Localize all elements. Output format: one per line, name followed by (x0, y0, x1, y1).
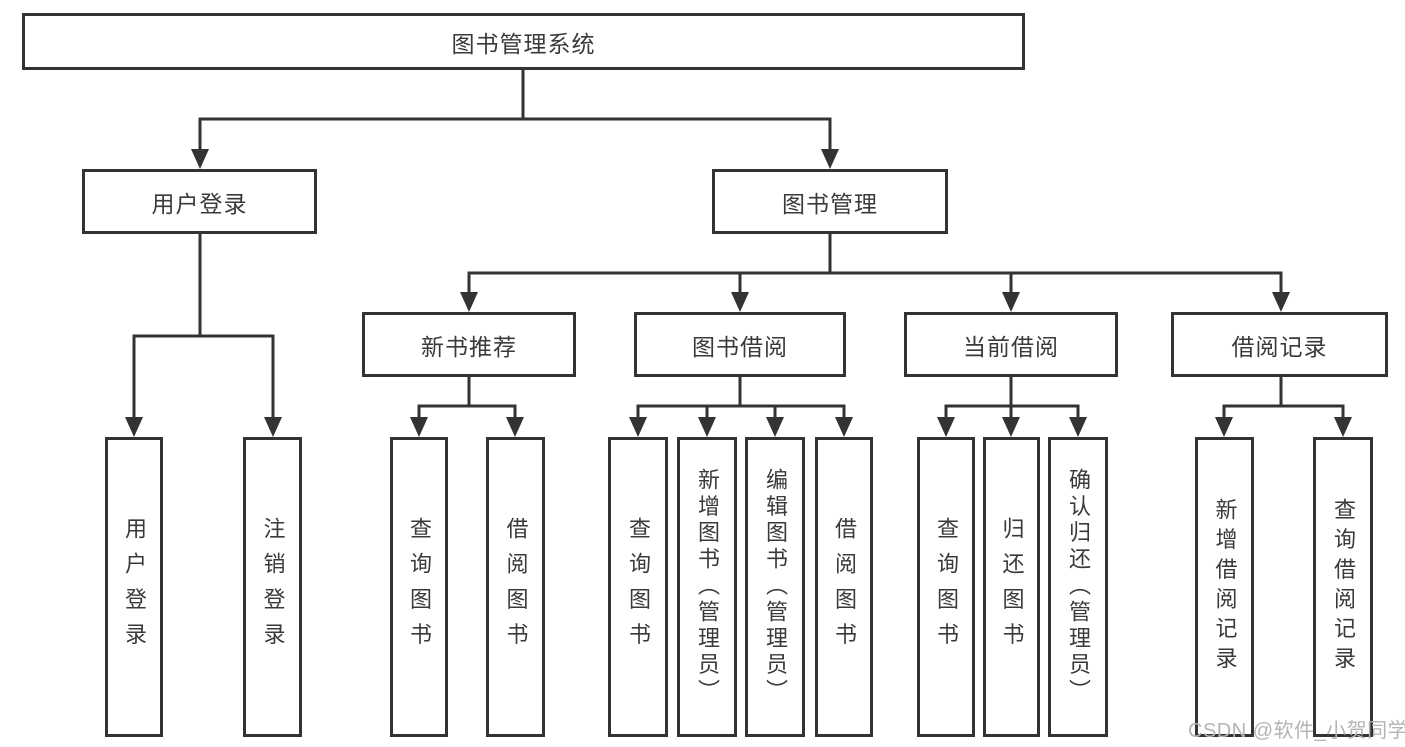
node-new-book-recommend: 新书推荐 (362, 312, 576, 377)
leaf-add-book-admin-label: 新增图书（管理员） (695, 468, 720, 706)
leaf-query-book-recommend-label: 查询图书 (407, 516, 432, 658)
leaf-query-book-current-label: 查询图书 (934, 516, 959, 658)
leaf-query-book-current: 查询图书 (917, 437, 975, 737)
leaf-borrow-book-recommend: 借阅图书 (486, 437, 545, 737)
leaf-edit-book-admin-label: 编辑图书（管理员） (763, 468, 788, 706)
leaf-return-book: 归还图书 (983, 437, 1040, 737)
node-book-management-label: 图书管理 (782, 190, 878, 217)
leaf-query-borrow-record-label: 查询借阅记录 (1331, 497, 1356, 677)
node-user-login-label: 用户登录 (151, 190, 248, 217)
leaf-confirm-return-admin-label: 确认归还（管理员） (1066, 468, 1091, 706)
node-book-borrow-label: 图书借阅 (692, 333, 788, 360)
node-new-book-recommend-label: 新书推荐 (421, 333, 517, 360)
leaf-borrow-book-recommend-label: 借阅图书 (503, 516, 529, 658)
leaf-logout-label: 注销登录 (260, 516, 286, 658)
leaf-add-borrow-record: 新增借阅记录 (1195, 437, 1254, 737)
leaf-user-login-label: 用户登录 (122, 516, 147, 658)
node-user-login: 用户登录 (82, 169, 317, 234)
leaf-return-book-label: 归还图书 (999, 516, 1025, 658)
leaf-query-borrow-record: 查询借阅记录 (1313, 437, 1373, 737)
node-root-label: 图书管理系统 (451, 30, 596, 57)
node-current-borrow: 当前借阅 (904, 312, 1118, 377)
leaf-borrow-book-borrow: 借阅图书 (815, 437, 873, 737)
leaf-confirm-return-admin: 确认归还（管理员） (1048, 437, 1108, 737)
node-borrow-records-label: 借阅记录 (1231, 333, 1328, 360)
leaf-query-book-borrow: 查询图书 (608, 437, 668, 737)
leaf-borrow-book-borrow-label: 借阅图书 (832, 516, 857, 658)
leaf-query-book-recommend: 查询图书 (390, 437, 448, 737)
leaf-user-login: 用户登录 (105, 437, 163, 737)
leaf-edit-book-admin: 编辑图书（管理员） (745, 437, 805, 737)
leaf-query-book-borrow-label: 查询图书 (626, 516, 651, 658)
node-current-borrow-label: 当前借阅 (963, 333, 1059, 360)
csdn-watermark: CSDN @软件_小贺同学 (1188, 720, 1405, 742)
leaf-add-borrow-record-label: 新增借阅记录 (1212, 497, 1238, 677)
node-borrow-records: 借阅记录 (1171, 312, 1388, 377)
node-book-management: 图书管理 (712, 169, 948, 234)
leaf-add-book-admin: 新增图书（管理员） (677, 437, 737, 737)
node-root: 图书管理系统 (22, 13, 1025, 70)
arrowheads (125, 149, 1352, 437)
node-book-borrow: 图书借阅 (634, 312, 846, 377)
leaf-logout: 注销登录 (243, 437, 302, 737)
